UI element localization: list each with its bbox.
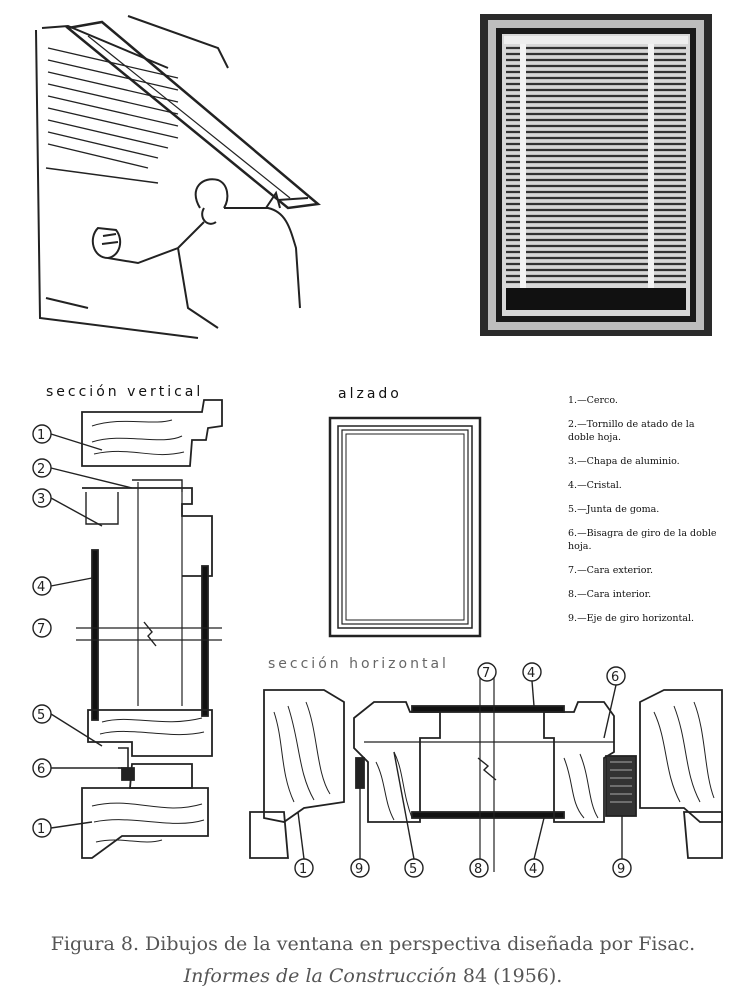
legend-item: 5.—Junta de goma. bbox=[568, 504, 660, 515]
callout-number: 6 bbox=[37, 762, 45, 777]
caption-journal: Informes de la Construcción bbox=[183, 965, 457, 987]
callout-number: 1 bbox=[37, 428, 45, 443]
legend-item: 6.—Bisagra de giro de la doble hoja. bbox=[568, 528, 717, 552]
callout-number: 4 bbox=[529, 862, 537, 877]
callout-number: 1 bbox=[37, 822, 45, 837]
label-seccion-vertical: sección vertical bbox=[46, 384, 204, 400]
window-photo bbox=[480, 14, 712, 336]
legend-item: 9.—Eje de giro horizontal. bbox=[568, 613, 695, 624]
callout-number: 2 bbox=[37, 462, 45, 477]
callout-number: 5 bbox=[37, 708, 45, 723]
legend: 1.—Cerco. 2.—Tornillo de atado de la dob… bbox=[568, 394, 718, 636]
figure-caption: Figura 8. Dibujos de la ventana en persp… bbox=[0, 928, 746, 992]
callout-number: 9 bbox=[617, 862, 625, 877]
callout-number: 1 bbox=[299, 862, 307, 877]
perspective-sketch bbox=[35, 15, 321, 339]
legend-item: 2.—Tornillo de atado de la doble hoja. bbox=[568, 419, 695, 443]
legend-item: 3.—Chapa de aluminio. bbox=[568, 456, 680, 467]
legend-item: 1.—Cerco. bbox=[568, 395, 618, 406]
vertical-callouts: 1 2 3 4 7 5 6 1 bbox=[32, 424, 133, 838]
callout-number: 7 bbox=[482, 666, 490, 681]
callout-number: 3 bbox=[37, 492, 45, 507]
vertical-section-drawing: 1 2 3 4 7 5 6 1 bbox=[32, 399, 223, 859]
alzado-drawing bbox=[328, 416, 482, 638]
horizontal-section-drawing: 7 4 6 1 9 5 8 4 9 bbox=[249, 662, 723, 878]
legend-item: 4.—Cristal. bbox=[568, 480, 622, 491]
callout-number: 5 bbox=[409, 862, 417, 877]
callout-number: 9 bbox=[355, 862, 363, 877]
legend-item: 8.—Cara interior. bbox=[568, 589, 652, 600]
callout-number: 8 bbox=[474, 862, 482, 877]
callout-number: 4 bbox=[37, 580, 45, 595]
horizontal-callouts: 7 4 6 1 9 5 8 4 9 bbox=[294, 662, 632, 878]
callout-number: 6 bbox=[611, 670, 619, 685]
callout-number: 4 bbox=[527, 666, 535, 681]
callout-number: 7 bbox=[37, 622, 45, 637]
label-alzado: alzado bbox=[338, 386, 402, 402]
caption-line-1: Figura 8. Dibujos de la ventana en persp… bbox=[50, 933, 696, 955]
label-seccion-horizontal: sección horizontal bbox=[268, 656, 449, 672]
legend-item: 7.—Cara exterior. bbox=[568, 565, 653, 576]
caption-issue: 84 (1956). bbox=[456, 965, 563, 987]
caption-line-2: Informes de la Construcción 84 (1956). bbox=[0, 960, 746, 992]
